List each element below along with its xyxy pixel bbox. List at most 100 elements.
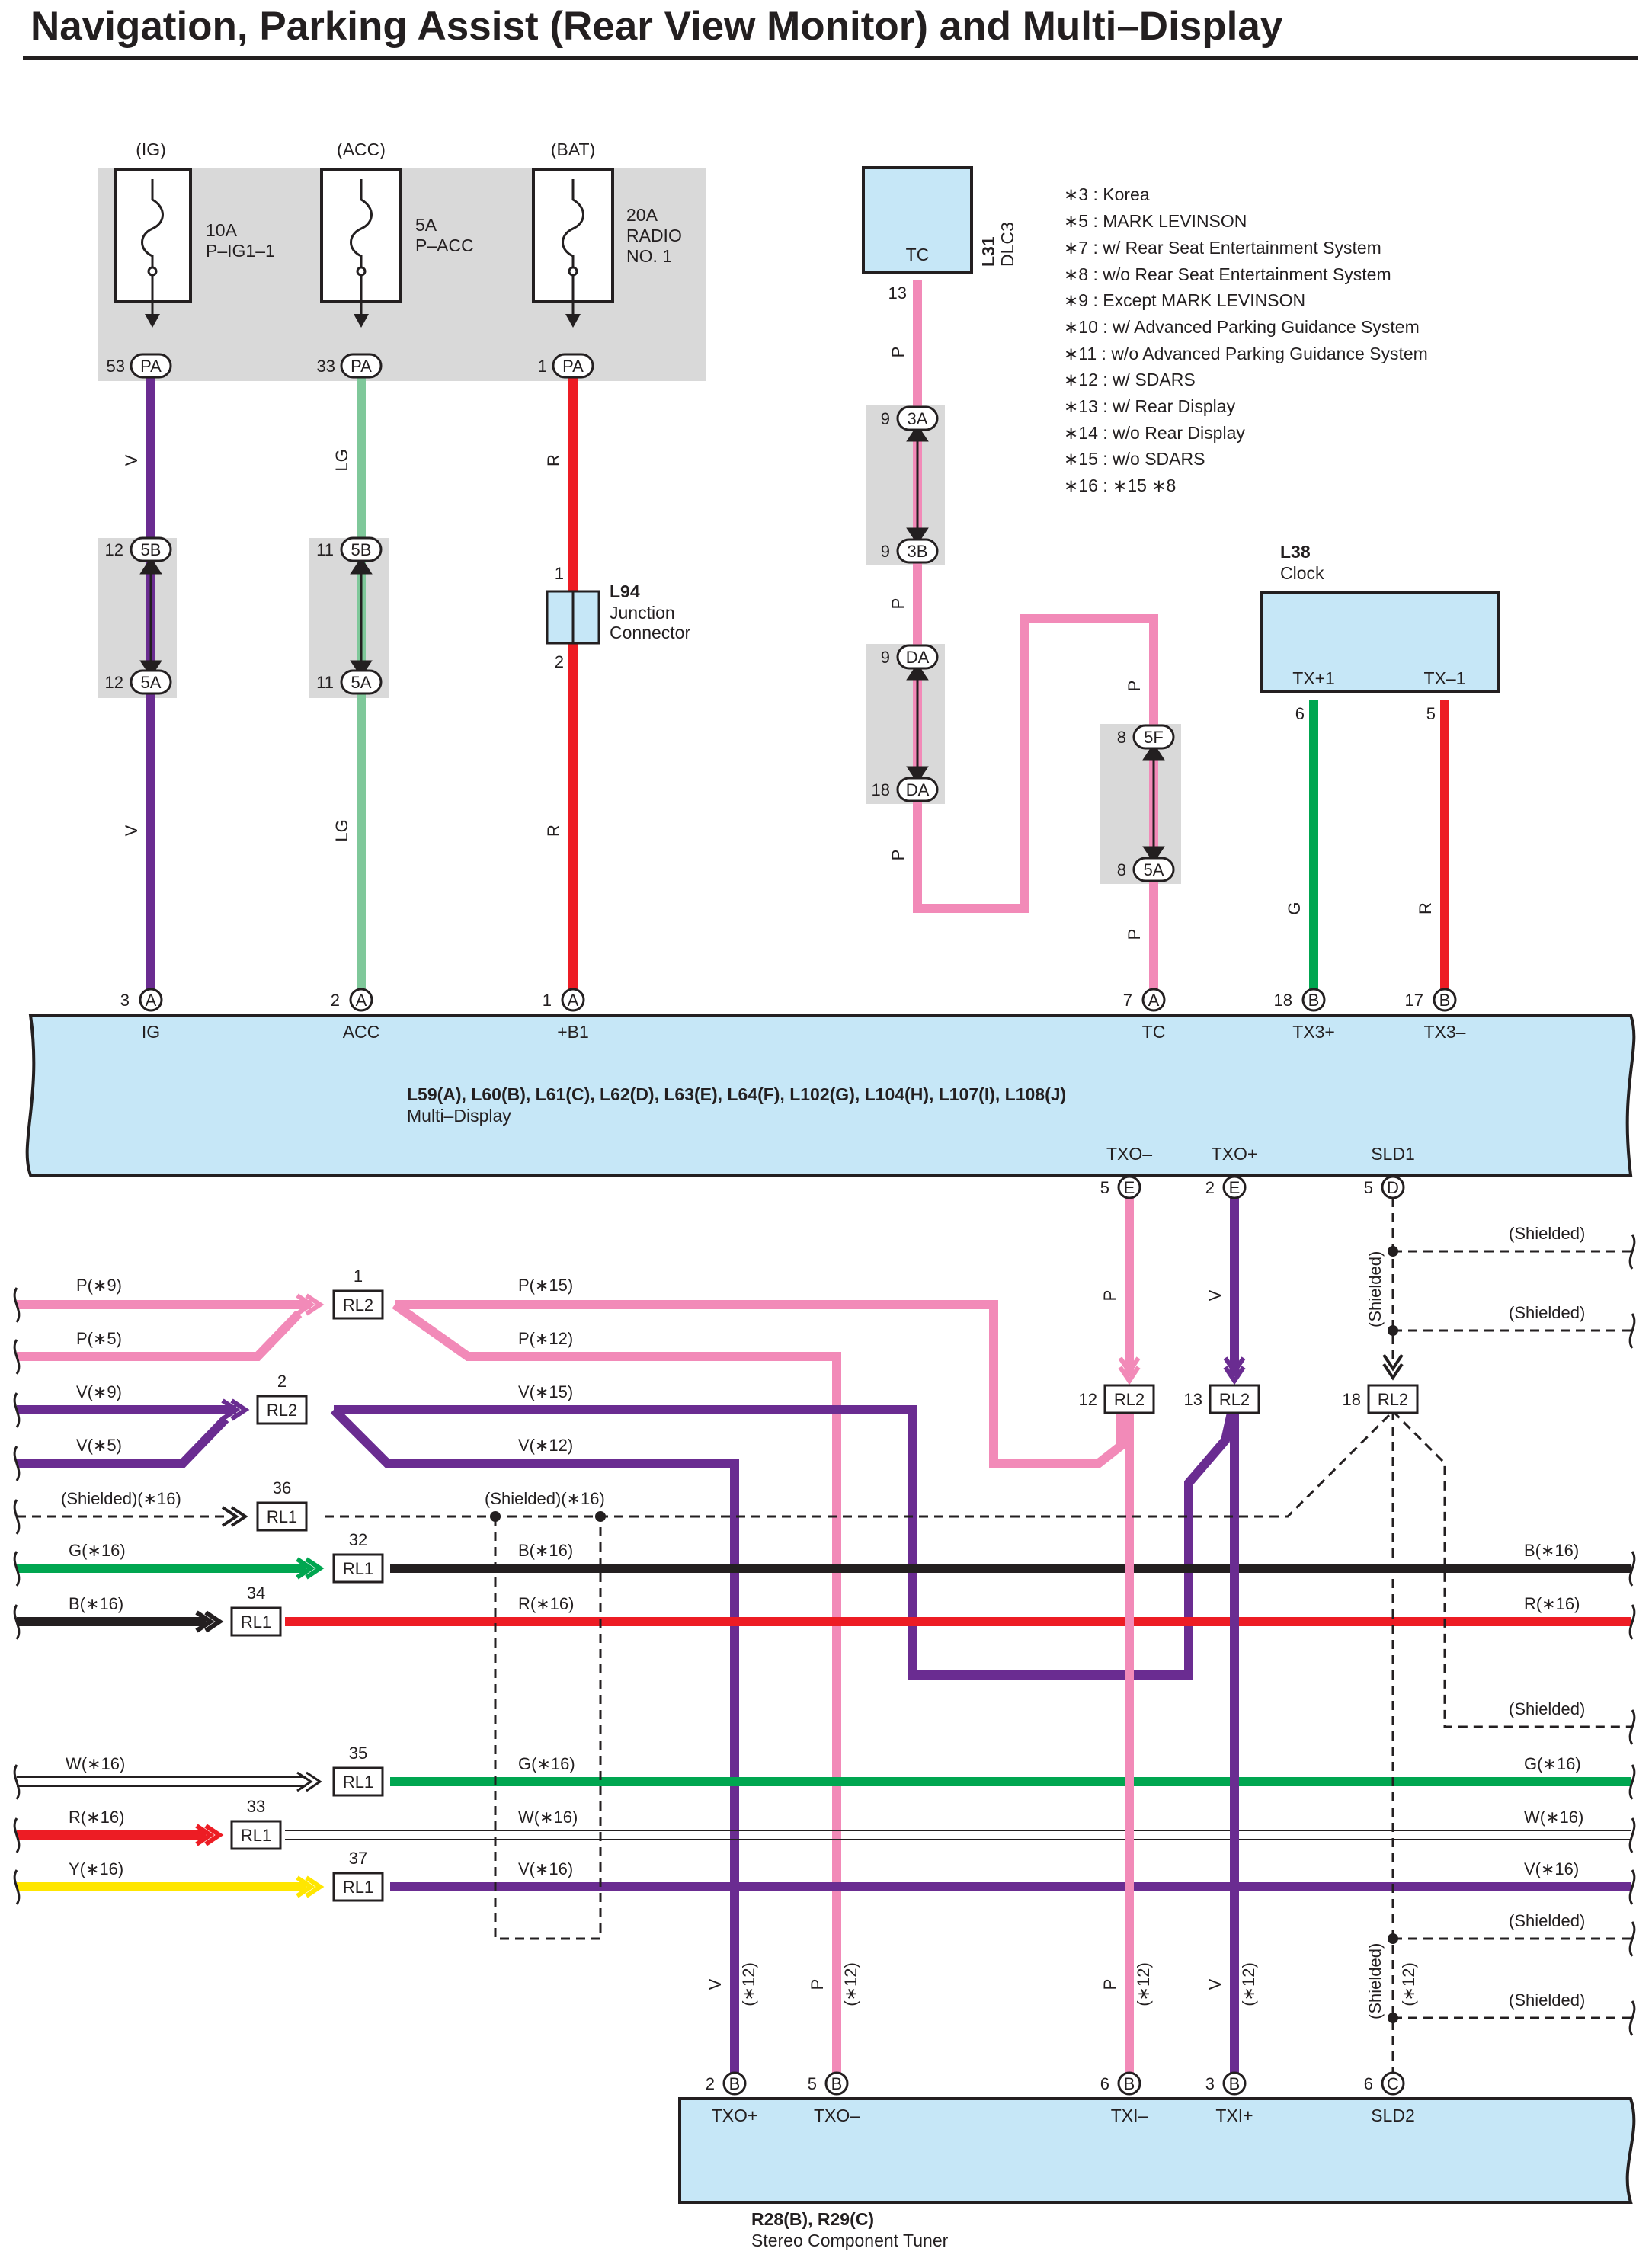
svg-text:TXO–: TXO– (1106, 1144, 1152, 1164)
svg-text:∗15 : w/o SDARS: ∗15 : w/o SDARS (1064, 449, 1205, 469)
harness-breaks (13, 1234, 1636, 2036)
junction-connector-l94: 1 2 L94 Junction Connector (546, 564, 690, 671)
svg-text:V(∗5): V(∗5) (76, 1436, 122, 1455)
svg-text:Connector: Connector (610, 623, 690, 642)
fuse-amp: 20A (626, 205, 658, 225)
svg-text:V(∗9): V(∗9) (76, 1382, 122, 1401)
svg-text:B(∗16): B(∗16) (69, 1594, 123, 1613)
svg-text:W(∗16): W(∗16) (518, 1808, 578, 1827)
svg-text:∗13 : w/ Rear Display: ∗13 : w/ Rear Display (1064, 396, 1236, 416)
svg-text:18: 18 (1274, 991, 1292, 1010)
option-notes: ∗3 : Korea ∗5 : MARK LEVINSON ∗7 : w/ Re… (1064, 184, 1428, 495)
svg-text:B: B (1308, 991, 1320, 1010)
svg-text:C: C (1387, 2074, 1399, 2093)
svg-text:RL2: RL2 (1219, 1390, 1250, 1409)
connector-label: 3B (908, 542, 928, 561)
fuse-name-2: NO. 1 (626, 246, 672, 266)
svg-text:6: 6 (1364, 2074, 1373, 2093)
fuse-source: (ACC) (337, 139, 386, 159)
pin-number: 1 (538, 357, 547, 376)
svg-text:2: 2 (1205, 1178, 1215, 1197)
svg-text:6: 6 (1100, 2074, 1109, 2093)
svg-text:RL1: RL1 (343, 1559, 373, 1578)
wire-w16-in (17, 1776, 306, 1787)
svg-text:(∗12): (∗12) (841, 1962, 860, 2006)
connector-label: PA (351, 357, 372, 376)
svg-text:(Shielded): (Shielded) (1509, 1224, 1585, 1243)
svg-text:A: A (1148, 991, 1160, 1010)
svg-text:36: 36 (273, 1478, 291, 1497)
inline-box (866, 405, 945, 565)
svg-text:B(∗16): B(∗16) (1524, 1541, 1579, 1560)
svg-text:2: 2 (331, 991, 340, 1010)
svg-text:33: 33 (247, 1797, 265, 1816)
multi-display-name: Multi–Display (407, 1106, 511, 1126)
svg-text:V(∗16): V(∗16) (518, 1859, 573, 1878)
svg-text:TXI–: TXI– (1111, 2106, 1148, 2125)
wire-p12 (392, 1301, 841, 2082)
svg-text:B: B (729, 2074, 741, 2093)
svg-text:L38: L38 (1280, 542, 1311, 562)
svg-text:∗16 : ∗15 ∗8: ∗16 : ∗15 ∗8 (1064, 476, 1176, 495)
svg-text:∗10 : w/ Advanced Parking Guid: ∗10 : w/ Advanced Parking Guidance Syste… (1064, 317, 1420, 337)
svg-text:TXO–: TXO– (814, 2106, 860, 2125)
svg-text:32: 32 (349, 1530, 367, 1549)
connector-label: 5B (141, 540, 162, 559)
svg-text:P(∗12): P(∗12) (518, 1329, 573, 1348)
svg-text:(Shielded): (Shielded) (1365, 1943, 1385, 2019)
svg-text:13: 13 (1184, 1390, 1202, 1409)
svg-text:(Shielded)(∗16): (Shielded)(∗16) (485, 1489, 605, 1508)
sld-chevron (1382, 1353, 1404, 1381)
svg-text:P: P (808, 1979, 827, 1990)
fuse-ig: (IG) 10A P–IG1–1 (114, 139, 275, 328)
svg-text:RL2: RL2 (1114, 1390, 1145, 1409)
wire-color-letters: V V LG LG R R P P P P P G R (122, 347, 1435, 940)
svg-text:∗3 : Korea: ∗3 : Korea (1064, 184, 1150, 204)
svg-text:RL1: RL1 (241, 1826, 271, 1845)
svg-text:V(∗15): V(∗15) (518, 1382, 573, 1401)
svg-text:5: 5 (1426, 704, 1436, 723)
svg-text:P(∗5): P(∗5) (76, 1329, 122, 1348)
svg-text:3: 3 (120, 991, 130, 1010)
svg-text:5: 5 (808, 2074, 817, 2093)
svg-text:(Shielded): (Shielded) (1509, 1990, 1585, 2010)
svg-text:P(∗15): P(∗15) (518, 1276, 573, 1295)
svg-text:LG: LG (332, 449, 351, 471)
svg-text:W(∗16): W(∗16) (1524, 1808, 1583, 1827)
svg-text:(∗12): (∗12) (1239, 1962, 1258, 2006)
module-bottom-pin-circles: E 5 E 2 D 5 (1100, 1175, 1405, 1199)
svg-text:R(∗16): R(∗16) (1524, 1594, 1580, 1613)
chevrons (195, 1293, 325, 1898)
svg-text:7: 7 (1123, 991, 1132, 1010)
svg-text:(Shielded): (Shielded) (1509, 1303, 1585, 1322)
svg-text:(Shielded)(∗16): (Shielded)(∗16) (61, 1489, 181, 1508)
fuse-name: RADIO (626, 226, 682, 245)
svg-text:RL1: RL1 (343, 1878, 373, 1897)
pin-number: 12 (105, 540, 123, 559)
svg-text:B: B (1124, 2074, 1135, 2093)
svg-text:ACC: ACC (343, 1022, 380, 1042)
svg-text:E: E (1229, 1178, 1241, 1197)
harness-wire-labels: P(∗9) P(∗5) P(∗15) P(∗12) V(∗9) V(∗5) V(… (61, 1224, 1585, 2019)
svg-text:(Shielded): (Shielded) (1509, 1699, 1585, 1718)
svg-text:A: A (356, 991, 367, 1010)
svg-text:TXO+: TXO+ (712, 2106, 758, 2125)
svg-text:R: R (544, 825, 563, 837)
svg-text:V(∗16): V(∗16) (1524, 1859, 1579, 1878)
svg-text:LG: LG (332, 819, 351, 841)
svg-text:RL2: RL2 (343, 1295, 373, 1315)
wire-v15 (334, 1398, 1239, 1680)
top-pins: A 3 IG A 2 ACC A 1 +B1 A 7 TC B 18 TX3+ … (120, 988, 1466, 1042)
svg-text:A: A (568, 991, 579, 1010)
pin-number: 9 (881, 648, 890, 667)
svg-text:35: 35 (349, 1744, 367, 1763)
wire-p15 (395, 1300, 1125, 1468)
fuse-acc: (ACC) 5A P–ACC (320, 139, 474, 328)
svg-text:∗11 : w/o Advanced Parking Gui: ∗11 : w/o Advanced Parking Guidance Syst… (1064, 344, 1428, 363)
svg-text:3: 3 (1205, 2074, 1215, 2093)
svg-text:2: 2 (555, 652, 564, 671)
svg-text:1: 1 (354, 1267, 363, 1286)
svg-text:TC: TC (1142, 1022, 1166, 1042)
svg-text:Clock: Clock (1280, 563, 1324, 583)
